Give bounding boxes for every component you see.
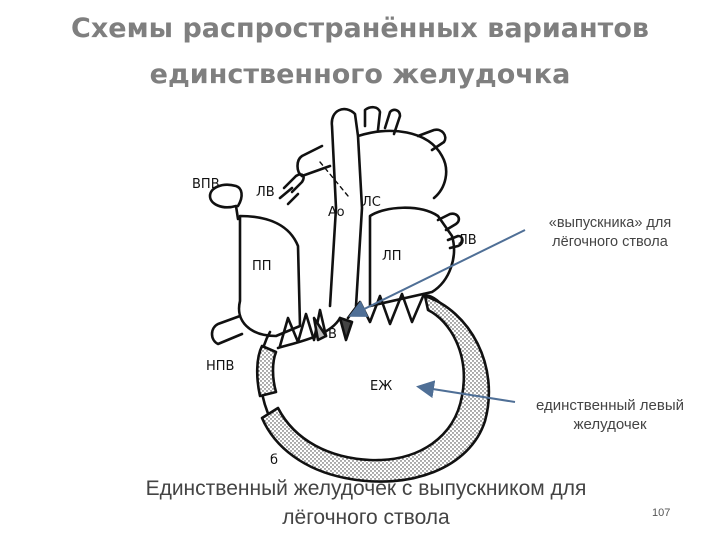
av-valve-left bbox=[278, 308, 328, 348]
label-svc: ВПВ bbox=[192, 177, 220, 192]
title-line-2: единственного желудочка bbox=[149, 59, 571, 90]
label-fig: б bbox=[270, 453, 278, 468]
superior-vena-cava bbox=[208, 183, 243, 221]
slide-title: Схемы распространённых вариантов единств… bbox=[0, 6, 720, 98]
label-ivc: НПВ bbox=[206, 359, 234, 374]
pulmonary-vein-left bbox=[278, 173, 305, 206]
label-ls: ЛС bbox=[362, 195, 381, 210]
title-line-1: Схемы распространённых вариантов bbox=[71, 13, 649, 44]
callout-ventricle: единственный левый желудочек bbox=[505, 396, 715, 434]
label-la: ЛП bbox=[382, 249, 402, 264]
callout-ventricle-line-1: единственный левый bbox=[535, 397, 685, 414]
slide-caption: Единственный желудочек с выпускником для… bbox=[88, 474, 644, 532]
callout-outlet-line-2: лёгочного ствола bbox=[552, 234, 668, 250]
callout-outlet-line-1: «выпускника» для bbox=[548, 215, 672, 231]
label-v: В bbox=[328, 327, 337, 342]
heart-diagram: ВПВ ЛВ Ao ЛС ЛВ ПП ЛП В НПВ ЕЖ б bbox=[192, 105, 491, 483]
label-ev: ЕЖ bbox=[370, 379, 392, 394]
outlet-chamber-right bbox=[338, 316, 354, 342]
right-atrium bbox=[237, 214, 302, 338]
pulmonary-trunk bbox=[296, 144, 332, 178]
aortic-branches bbox=[363, 105, 447, 152]
label-ra: ПП bbox=[252, 259, 272, 274]
page-number: 107 bbox=[652, 507, 671, 519]
callout-outlet: «выпускника» для лёгочного ствола bbox=[520, 214, 700, 252]
label-ao: Ao bbox=[328, 205, 345, 220]
ventricle-left-wall bbox=[255, 344, 278, 398]
aorta bbox=[328, 107, 448, 308]
caption-line-1: Единственный желудочек с выпускником для bbox=[145, 477, 587, 500]
caption-line-2: лёгочного ствола bbox=[282, 506, 450, 529]
label-pv-left: ЛВ bbox=[256, 185, 275, 200]
outlet-chamber bbox=[312, 316, 328, 342]
label-pv-right: ЛВ bbox=[458, 233, 477, 248]
inferior-vena-cava bbox=[210, 314, 244, 346]
av-valve-right bbox=[346, 292, 426, 326]
callout-ventricle-line-2: желудочек bbox=[573, 416, 647, 433]
dashed-line bbox=[319, 161, 349, 197]
